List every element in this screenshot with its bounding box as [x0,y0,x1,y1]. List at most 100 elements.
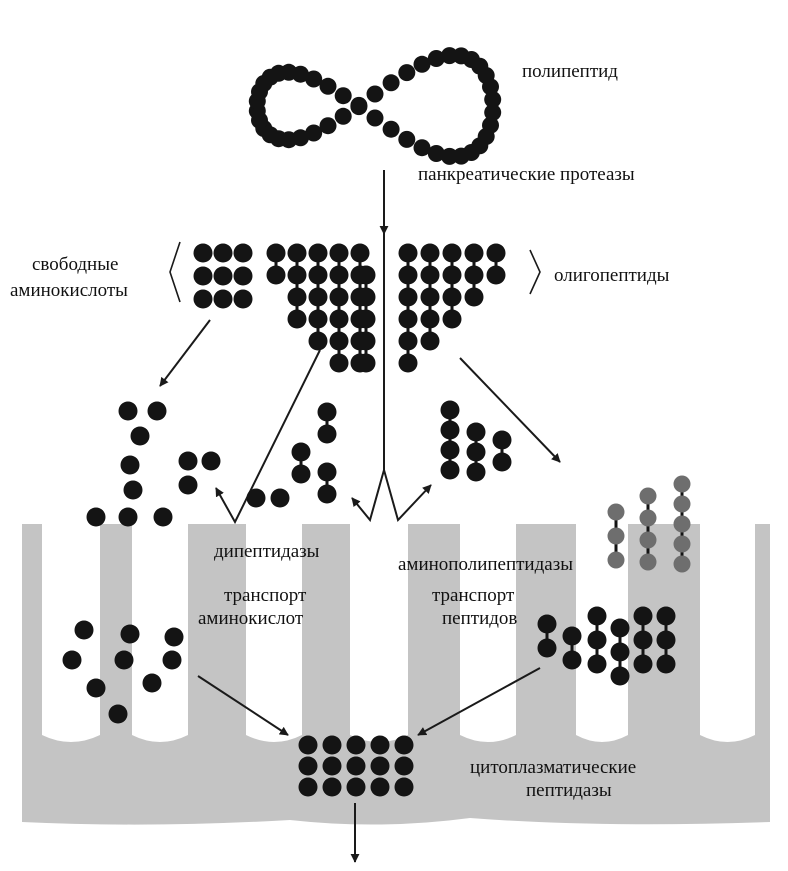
transported-peptide-bead [633,606,653,626]
polypeptide-bead [334,107,352,125]
transported-amino-acid-bead [142,673,162,693]
oligopeptide-bead [398,331,418,351]
gray-peptide-bead [607,551,625,569]
polypeptide-bead [305,124,323,142]
free-amino-acid-bead [193,266,213,286]
intracellular-amino-acid-bead [346,777,366,797]
label-oligopeptides: олигопептиды [554,265,670,286]
intracellular-amino-acid-bead [322,777,342,797]
polypeptide-chain [248,47,502,165]
oligopeptide-bead [420,243,440,263]
free-amino-acid-bead [233,289,253,309]
oligopeptide-bead [492,452,512,472]
transported-amino-acid-bead [162,650,182,670]
gray-peptide-bead [639,553,657,571]
polypeptide-bead [484,104,502,121]
oligopeptide-bead [308,243,328,263]
oligopeptide-bead [440,440,460,460]
transported-peptide-bead [656,606,676,626]
oligopeptide-bead [420,309,440,329]
oligopeptide-bead [442,309,462,329]
free-amino-acid-bead [213,266,233,286]
transported-peptide-bead [633,654,653,674]
oligopeptide-bead [329,265,349,285]
label-cyto-peptidases-1: цитоплазматические [470,757,636,778]
oligopeptide-bead [464,243,484,263]
polypeptide-bead [334,87,352,105]
polypeptide-bead [398,130,416,148]
arrow-to-gray-peptides [459,357,561,463]
right-brace [529,249,541,295]
oligopeptide-bead [398,243,418,263]
free-amino-acid-bead [130,426,150,446]
transported-amino-acid-bead [62,650,82,670]
polypeptide-bead [427,145,445,162]
intracellular-amino-acid-bead [298,777,318,797]
oligopeptide-bead [356,309,376,329]
braces [169,241,541,303]
transported-peptide-bead [587,606,607,626]
labels: полипептид панкреатические протеазы своб… [10,61,670,801]
oligopeptide-bead [266,243,286,263]
dipeptide-bead [317,424,337,444]
oligopeptide-bead [350,243,370,263]
arrows [159,170,561,863]
transported-amino-acid-bead [164,627,184,647]
oligopeptide-bead [398,309,418,329]
split-left [351,469,385,523]
label-peptide-transport-1: транспорт [432,585,515,606]
gray-peptide-bead [673,475,691,493]
dipeptide-bead [270,488,290,508]
transported-amino-acid-bead [114,650,134,670]
oligopeptide-bead [287,265,307,285]
polypeptide-bead [382,120,400,138]
brush-border-membrane [22,524,770,825]
free-amino-acid-bead [86,507,106,527]
transported-peptide-bead [537,614,557,634]
oligopeptide-bead [442,243,462,263]
gray-peptide-bead [639,509,657,527]
oligopeptide-bead [329,353,349,373]
oligopeptide-bead [356,265,376,285]
polypeptide-bead [292,65,309,83]
oligopeptide-bead [308,309,328,329]
microvilli-membrane [22,524,770,825]
polypeptide-bead [413,55,431,73]
oligopeptide-bead [287,243,307,263]
free-amino-acid-bead [213,243,233,263]
intracellular-amino-acid-bead [298,735,318,755]
gray-peptide-bead [673,495,691,513]
oligopeptide-bead [466,462,486,482]
transported-peptide-bead [656,654,676,674]
oligopeptide-bead [440,400,460,420]
left-brace [169,241,181,303]
oligopeptide-bead [486,265,506,285]
dipeptide-bead [317,462,337,482]
transported-amino-acid-bead [120,624,140,644]
free-amino-acid-bead [123,480,143,500]
oligopeptide-bead [308,287,328,307]
gray-peptide-bead [607,527,625,545]
transported-peptide-bead [587,654,607,674]
free-amino-acid-bead [118,401,138,421]
gray-peptide-bead [673,555,691,573]
intracellular-amino-acid-bead [346,756,366,776]
intracellular-amino-acid-bead [346,735,366,755]
label-pancreatic-proteases: панкреатические протеазы [418,164,635,185]
free-amino-acid-bead [213,289,233,309]
dipeptide-bead [201,451,221,471]
aa-transport-arrow [197,675,289,736]
oligopeptide-bead [329,309,349,329]
oligopeptide-bead [356,331,376,351]
transported-peptide-bead [562,650,582,670]
transported-amino-acid-bead [86,678,106,698]
oligopeptide-bead [356,353,376,373]
intracellular-amino-acid-bead [370,756,390,776]
transported-peptide-bead [562,626,582,646]
transported-peptide-bead [610,642,630,662]
free-amino-acid-bead [120,455,140,475]
dipeptide-bead [291,464,311,484]
dipeptide-bead [178,475,198,495]
free-amino-acid-bead [233,266,253,286]
arrow-to-free-amino-acids [159,319,211,387]
